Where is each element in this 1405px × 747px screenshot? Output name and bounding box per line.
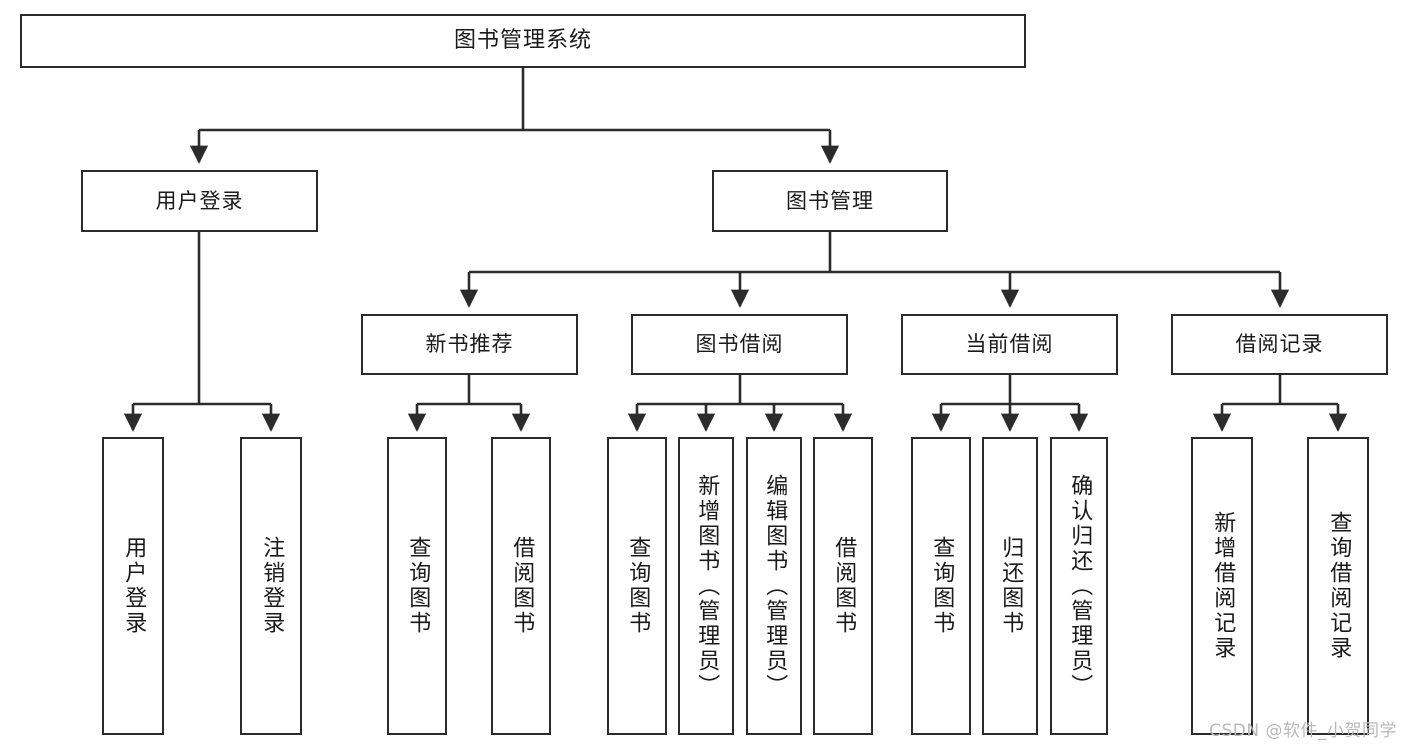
node-label: 新书推荐 [425,332,514,357]
node-label: 查询借阅记录 [1326,511,1352,661]
node-label: 查询图书 [405,536,431,636]
node-book-borrow[interactable]: 图书借阅 [631,314,848,375]
leaf-user-login[interactable]: 用户登录 [102,437,164,735]
leaf-add-book-admin[interactable]: 新增图书（管理员） [678,437,734,735]
node-label: 图书管理系统 [453,28,592,54]
leaf-confirm-return-admin[interactable]: 确认归还（管理员） [1050,437,1108,735]
node-label: 借阅图书 [509,536,535,636]
node-label: 确认归还（管理员） [1067,473,1093,699]
node-label: 借阅图书 [831,536,857,636]
node-label: 用户登录 [121,536,147,636]
leaf-query-borrow-record[interactable]: 查询借阅记录 [1307,437,1369,735]
node-label: 编辑图书（管理员） [762,473,788,699]
watermark-credit: CSDN @软件_小贺同学 [1209,721,1397,741]
node-label: 注销登录 [259,536,285,636]
leaf-add-borrow-record[interactable]: 新增借阅记录 [1191,437,1253,735]
node-current-borrow[interactable]: 当前借阅 [901,314,1118,375]
node-user-login[interactable]: 用户登录 [81,170,318,232]
node-borrow-record[interactable]: 借阅记录 [1171,314,1388,375]
node-label: 查询图书 [929,536,955,636]
node-label: 用户登录 [155,188,244,213]
leaf-logout[interactable]: 注销登录 [240,437,302,735]
node-label: 当前借阅 [965,332,1054,357]
node-label: 图书管理 [786,188,874,213]
leaf-query-book-borrow[interactable]: 查询图书 [607,437,667,735]
node-label: 新增借阅记录 [1210,511,1236,661]
node-label: 新增图书（管理员） [694,473,720,699]
node-label: 查询图书 [625,536,651,636]
node-book-management[interactable]: 图书管理 [712,170,948,232]
node-label: 借阅记录 [1235,332,1324,357]
node-label: 归还图书 [998,536,1024,636]
leaf-edit-book-admin[interactable]: 编辑图书（管理员） [746,437,802,735]
leaf-query-book-current[interactable]: 查询图书 [911,437,971,735]
leaf-query-book-newbook[interactable]: 查询图书 [387,437,447,735]
node-root-system[interactable]: 图书管理系统 [20,14,1026,68]
leaf-return-book[interactable]: 归还图书 [982,437,1038,735]
leaf-borrow-book[interactable]: 借阅图书 [813,437,873,735]
node-new-book-recommend[interactable]: 新书推荐 [361,314,578,375]
leaf-borrow-book-newbook[interactable]: 借阅图书 [491,437,551,735]
node-label: 图书借阅 [695,332,784,357]
